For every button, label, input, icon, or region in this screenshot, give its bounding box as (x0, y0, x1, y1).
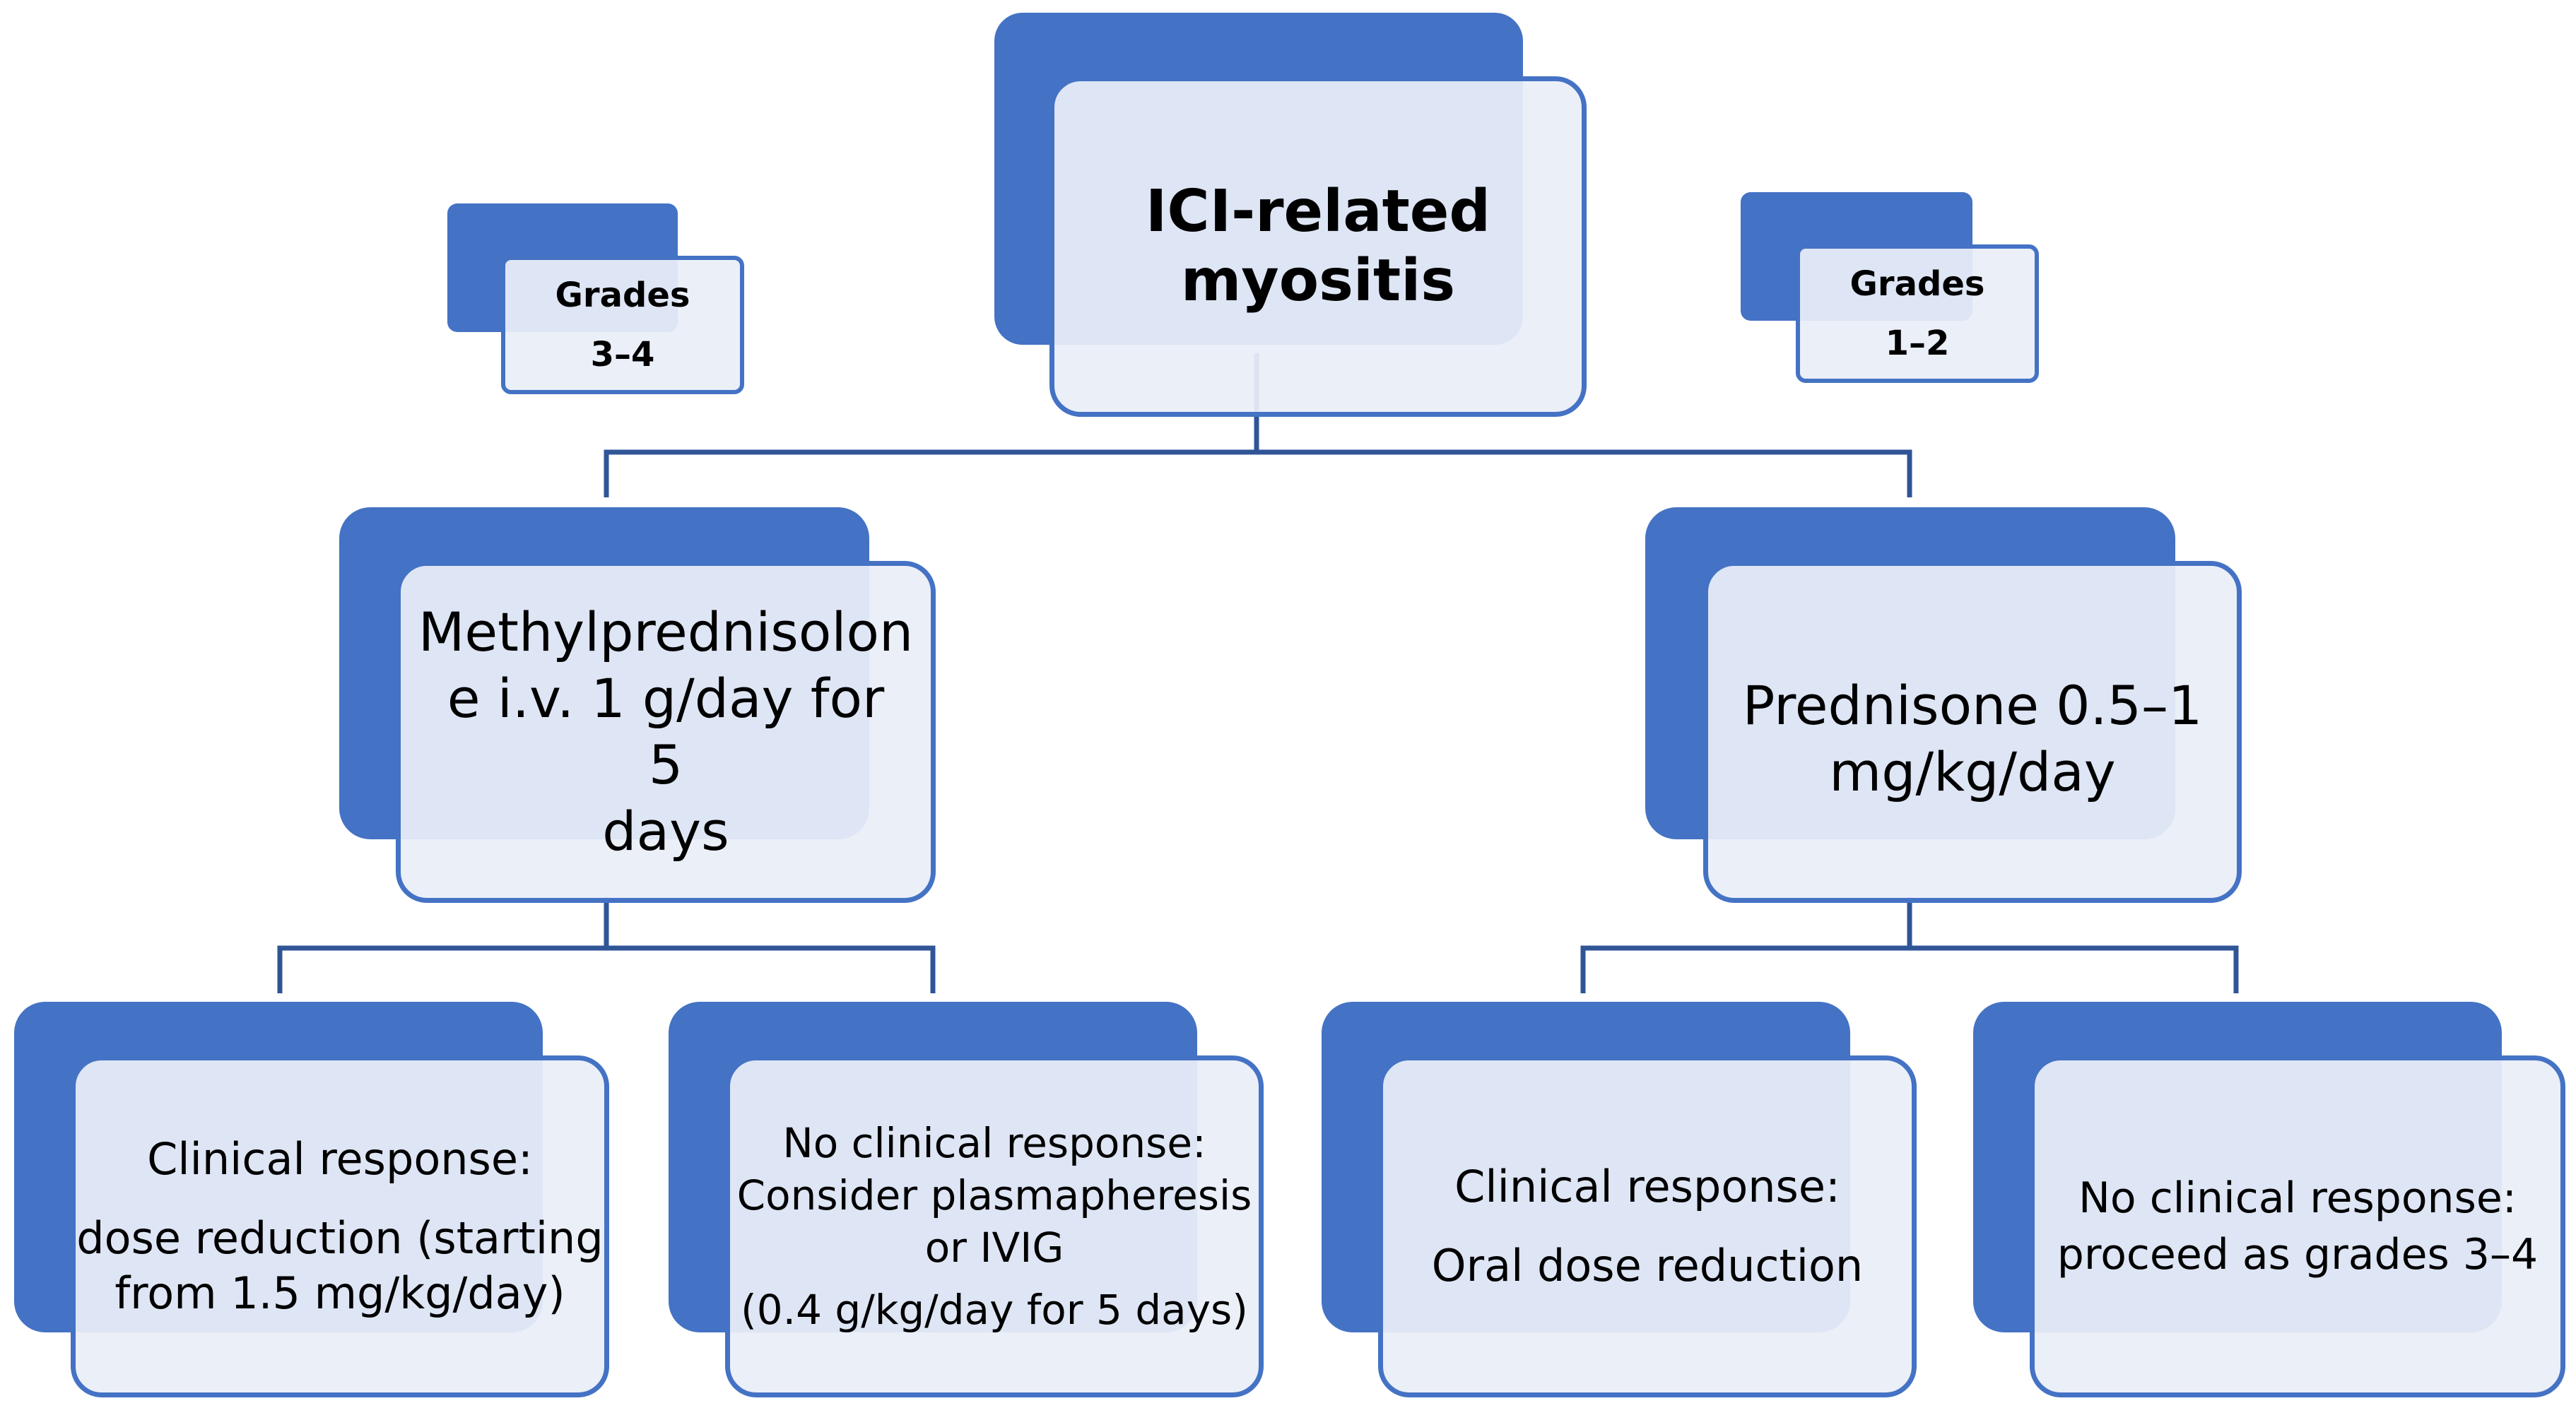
methylprednisolone-line-2: e i.v. 1 g/day for 5 (447, 667, 885, 796)
grade-severe-node: Grades 3–4 (447, 203, 744, 394)
root-title-line-1: ICI-related (1145, 178, 1491, 245)
grade-mild-line-2: 1–2 (1885, 324, 1950, 363)
prednisone-node: Prednisone 0.5–1 mg/kg/day (1645, 507, 2242, 903)
prednisone-line-1: Prednisone 0.5–1 (1742, 674, 2203, 737)
outcome-mild-response-node: Clinical response: Oral dose reduction (1322, 1002, 1917, 1397)
outcome-severe-response-line-1: Clinical response: (147, 1133, 533, 1185)
outcome-severe-no-response-box: No clinical response: Consider plasmaphe… (725, 1055, 1264, 1397)
outcome-severe-response-line-2: dose reduction (starting (76, 1212, 604, 1264)
outcome-severe-no-response-line-2: Consider plasmapheresis (736, 1171, 1252, 1219)
grade-severe-box: Grades 3–4 (501, 256, 744, 394)
outcome-severe-no-response-line-3: or IVIG (924, 1224, 1064, 1272)
methylprednisolone-box: Methylprednisolon e i.v. 1 g/day for 5 d… (396, 561, 936, 903)
grade-severe-line-1: Grades (555, 276, 690, 315)
grade-mild-node: Grades 1–2 (1741, 192, 2039, 383)
prednisone-box: Prednisone 0.5–1 mg/kg/day (1703, 561, 2242, 903)
outcome-mild-no-response-line-1: No clinical response: (2078, 1173, 2517, 1223)
outcome-severe-response-box: Clinical response: dose reduction (start… (71, 1055, 609, 1397)
root-title-line-2: myositis (1180, 247, 1456, 314)
root-node: ICI-related myositis (994, 13, 1587, 417)
outcome-mild-response-box: Clinical response: Oral dose reduction (1378, 1055, 1917, 1397)
grade-mild-box: Grades 1–2 (1796, 244, 2039, 383)
outcome-mild-no-response-line-2: proceed as grades 3–4 (2057, 1230, 2539, 1279)
outcome-severe-no-response-line-4: (0.4 g/kg/day for 5 days) (741, 1286, 1248, 1334)
outcome-mild-response-line-2: Oral dose reduction (1431, 1240, 1864, 1291)
outcome-mild-response-line-1: Clinical response: (1454, 1161, 1840, 1212)
outcome-severe-response-line-3: from 1.5 mg/kg/day) (114, 1267, 565, 1319)
outcome-mild-no-response-box: No clinical response: proceed as grades … (2030, 1055, 2565, 1397)
root-node-box: ICI-related myositis (1049, 76, 1587, 417)
connector-right-to-outcomes (1580, 897, 2239, 993)
prednisone-line-2: mg/kg/day (1829, 740, 2116, 803)
methylprednisolone-line-1: Methylprednisolon (418, 601, 914, 663)
outcome-severe-no-response-node: No clinical response: Consider plasmaphe… (669, 1002, 1264, 1397)
grade-severe-line-2: 3–4 (590, 335, 655, 374)
methylprednisolone-node: Methylprednisolon e i.v. 1 g/day for 5 d… (339, 507, 936, 903)
outcome-severe-response-node: Clinical response: dose reduction (start… (14, 1002, 609, 1397)
grade-mild-line-1: Grades (1849, 264, 1985, 304)
outcome-mild-no-response-node: No clinical response: proceed as grades … (1973, 1002, 2565, 1397)
connector-left-to-outcomes (277, 897, 936, 993)
methylprednisolone-line-3: days (602, 800, 729, 863)
outcome-severe-no-response-line-1: No clinical response: (782, 1119, 1206, 1167)
